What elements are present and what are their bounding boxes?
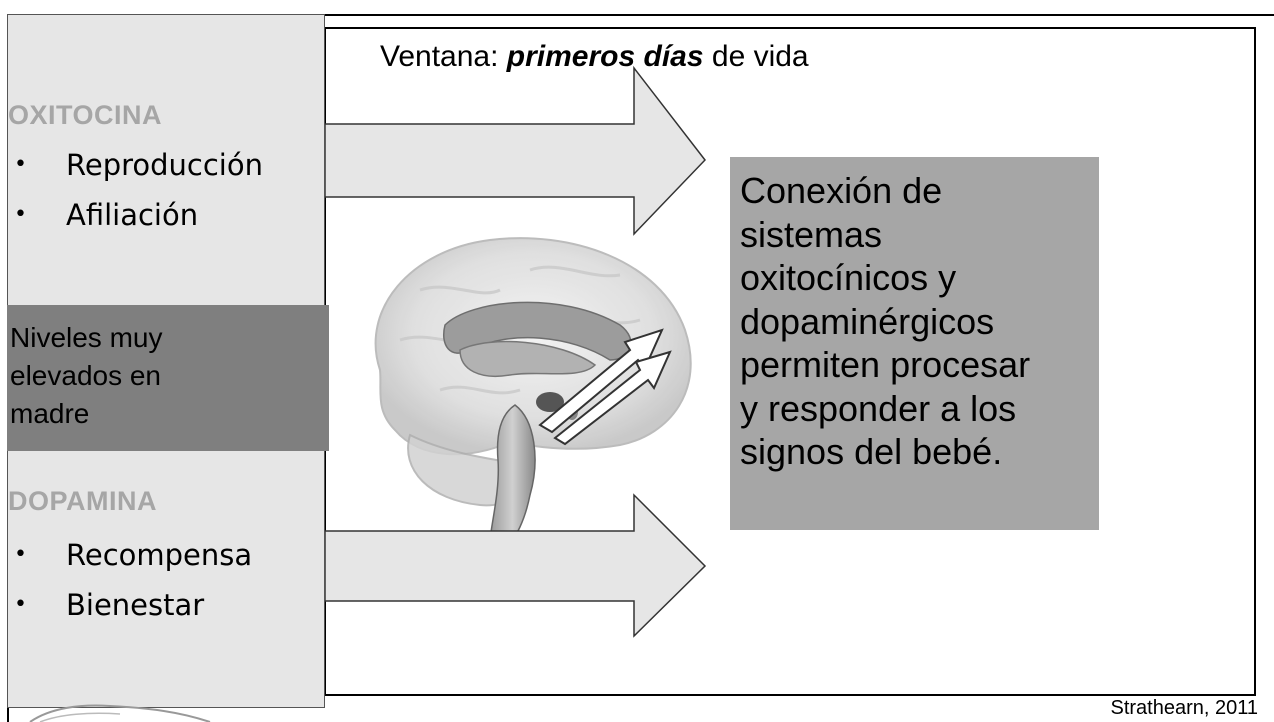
- levels-box: Niveles muy elevados en madre: [7, 305, 329, 451]
- levels-line: madre: [10, 398, 90, 429]
- connection-line: sistemas: [740, 213, 883, 255]
- list-item-label: Recompensa: [66, 538, 253, 572]
- window-title: Ventana: primeros días de vida: [380, 40, 809, 74]
- dopamina-heading: DOPAMINA: [8, 486, 157, 516]
- levels-line: elevados en: [10, 360, 162, 391]
- list-item: • Reproducción: [14, 140, 263, 190]
- list-item: • Recompensa: [14, 530, 252, 580]
- list-item-label: Reproducción: [66, 148, 263, 182]
- list-item: • Afiliación: [14, 190, 263, 240]
- dopamina-list: • Recompensa • Bienestar: [14, 530, 252, 630]
- oxitocina-list: • Reproducción • Afiliación: [14, 140, 263, 240]
- connection-line: permiten procesar: [740, 344, 1031, 385]
- bullet-icon: •: [14, 152, 27, 177]
- brain-illustration: [374, 237, 692, 540]
- bullet-icon: •: [14, 202, 27, 227]
- brainstem-shape: [489, 404, 536, 540]
- skull-fragment-image: [29, 704, 211, 722]
- bullet-icon: •: [14, 542, 27, 567]
- levels-line: Niveles muy: [10, 322, 163, 353]
- connection-line: oxitocínicos y: [740, 257, 957, 298]
- connection-line: signos del bebé.: [740, 431, 1003, 472]
- window-title-emphasis: primeros días: [506, 40, 704, 73]
- list-item-label: Bienestar: [66, 588, 205, 622]
- connection-line: dopaminérgicos: [740, 300, 995, 342]
- citation: Strathearn, 2011: [1110, 697, 1258, 719]
- arrow-lower: [324, 493, 707, 638]
- window-title-suffix: de vida: [703, 40, 809, 73]
- arrow-upper: [324, 65, 706, 236]
- oxitocina-heading: OXITOCINA: [8, 100, 163, 130]
- top-border-line: [325, 14, 1274, 16]
- list-item-label: Afiliación: [66, 198, 199, 232]
- window-title-prefix: Ventana:: [380, 40, 507, 73]
- list-item: • Bienestar: [14, 580, 252, 630]
- connection-line: Conexión de: [740, 170, 943, 211]
- connection-box: Conexión de sistemas oxitocínicos y dopa…: [730, 157, 1099, 530]
- connection-line: y responder a los: [740, 387, 1017, 429]
- bullet-icon: •: [14, 592, 27, 617]
